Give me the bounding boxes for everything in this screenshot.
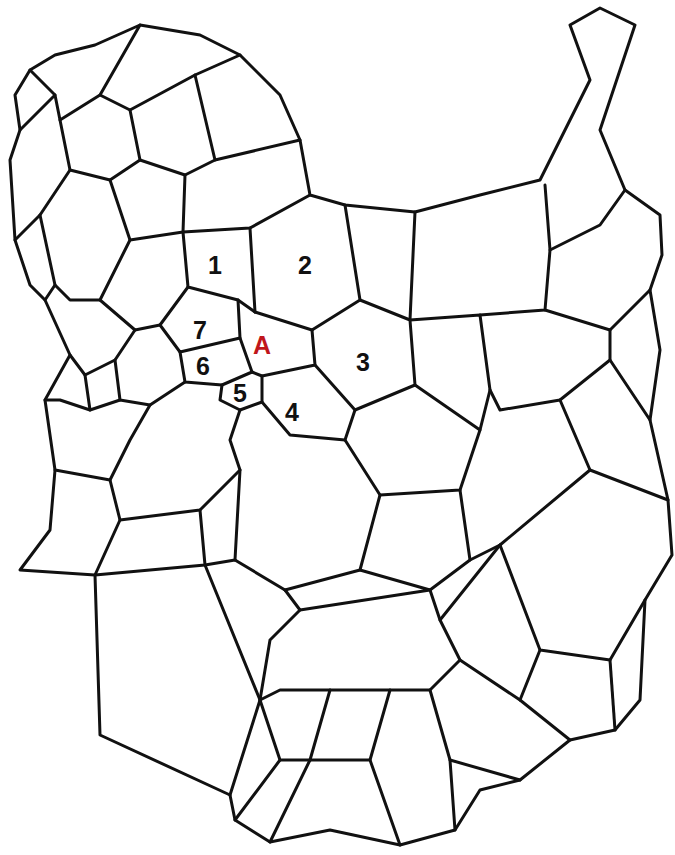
- callout-number: A: [253, 333, 271, 358]
- callout-number: 5: [233, 381, 247, 406]
- callout-number: 3: [356, 350, 370, 375]
- tissue-outline: [10, 8, 672, 845]
- callout-number: 7: [193, 318, 207, 343]
- callout-number: 1: [208, 253, 222, 278]
- cell-walls: [15, 25, 668, 845]
- callout-number: 2: [298, 253, 312, 278]
- callout-number: 4: [285, 400, 299, 425]
- callout-number: 6: [196, 354, 210, 379]
